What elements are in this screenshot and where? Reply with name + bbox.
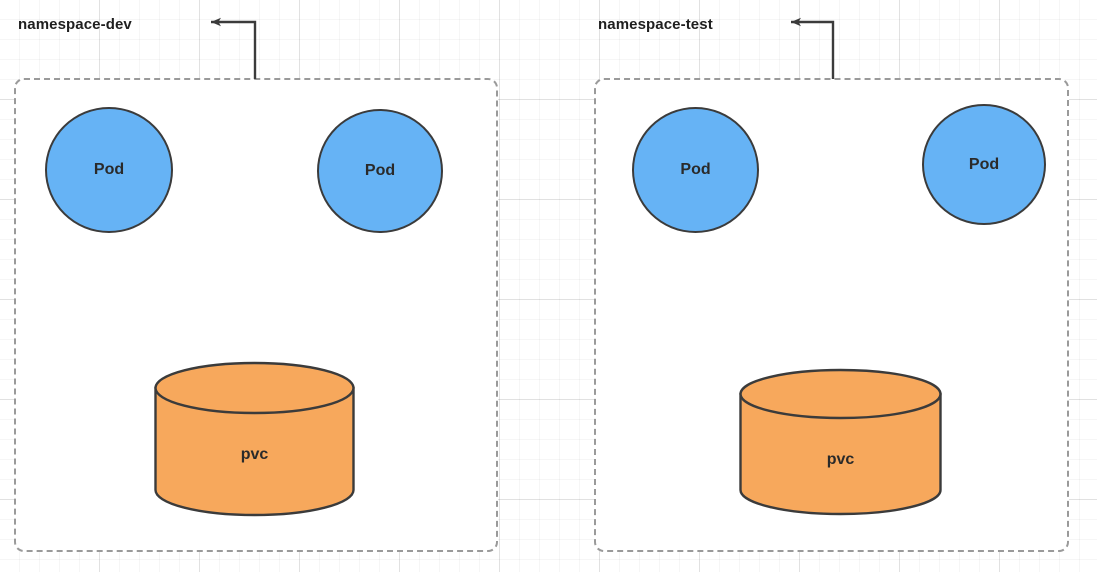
namespace-test-label: namespace-test <box>598 16 713 33</box>
pod-label: Pod <box>93 161 125 178</box>
cylinder-icon <box>154 361 355 517</box>
pvc-dev[interactable]: pvc <box>154 361 355 517</box>
pod-dev-2[interactable]: Pod <box>317 109 443 233</box>
cylinder-icon <box>739 368 942 516</box>
pod-label: Pod <box>680 161 711 178</box>
namespace-dev-label: namespace-dev <box>18 16 132 33</box>
pod-test-2[interactable]: Pod <box>922 104 1046 225</box>
pod-test-1[interactable]: Pod <box>632 107 759 233</box>
pod-label: Pod <box>968 155 1000 173</box>
pod-label: Pod <box>364 162 396 179</box>
pod-dev-1[interactable]: Pod <box>45 107 173 233</box>
pvc-test[interactable]: pvc <box>739 368 942 516</box>
